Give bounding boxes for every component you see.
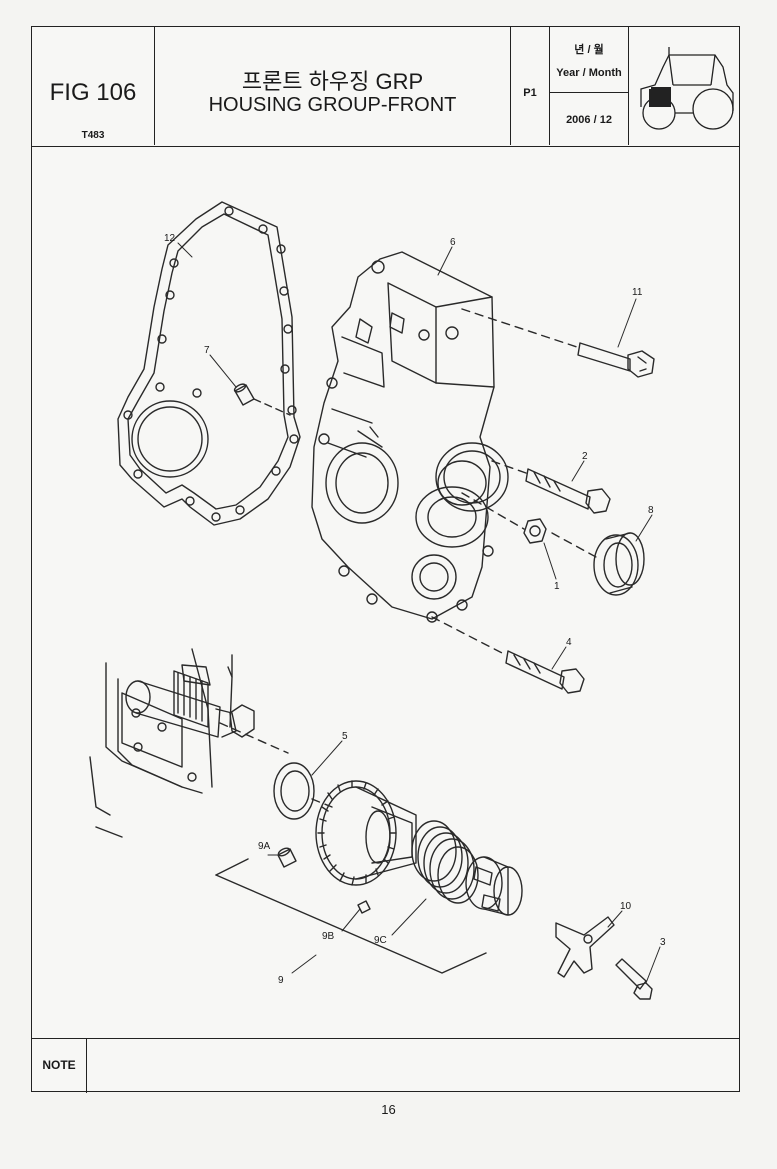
page-code-cell: P1 <box>511 27 550 145</box>
bolt-4 <box>431 616 585 694</box>
thumbnail-cell <box>629 27 739 145</box>
lock-plate-10 <box>555 916 615 978</box>
date-label-english: Year / Month <box>556 67 622 79</box>
idler-gear <box>315 780 417 886</box>
callout-4: 4 <box>566 637 572 648</box>
group-bracket-9 <box>215 858 487 974</box>
page-frame: FIG 106 T483 프론트 하우징 GRP HOUSING GROUP-F… <box>31 26 740 1093</box>
date-label-box: 년 / 월 Year / Month <box>550 27 628 93</box>
date-value: 2006 / 12 <box>566 114 612 126</box>
callout-7: 7 <box>204 345 210 356</box>
figure-number: FIG 106 <box>49 79 137 106</box>
pin-9a <box>277 847 297 868</box>
title-cell: 프론트 하우징 GRP HOUSING GROUP-FRONT <box>155 27 511 145</box>
callout-6: 6 <box>450 237 456 248</box>
title-english: HOUSING GROUP-FRONT <box>208 94 457 116</box>
header-table: FIG 106 T483 프론트 하우징 GRP HOUSING GROUP-F… <box>32 27 739 147</box>
callout-2: 2 <box>582 451 588 462</box>
tractor-icon <box>640 47 734 130</box>
callout-12: 12 <box>164 233 176 244</box>
callout-9c: 9C <box>374 935 387 946</box>
page-number: 16 <box>381 1102 396 1117</box>
oil-seal-8 <box>551 532 645 596</box>
bolt-2 <box>491 460 611 514</box>
engine-block <box>89 648 233 838</box>
idler-shaft <box>465 856 523 916</box>
thrust-washer-5 <box>273 762 333 820</box>
bolt-3 <box>615 958 653 1000</box>
crankshaft-gear <box>125 670 289 754</box>
callout-10: 10 <box>620 901 632 912</box>
note-label: NOTE <box>32 1039 87 1093</box>
callout-3: 3 <box>660 937 666 948</box>
callout-9: 9 <box>278 975 284 986</box>
date-cell: 년 / 월 Year / Month 2006 / 12 <box>550 27 629 145</box>
callout-11: 11 <box>632 287 643 298</box>
model-code: T483 <box>81 130 105 141</box>
dowel-pin-7 <box>233 383 291 416</box>
front-housing-6 <box>311 251 509 623</box>
gasket-12 <box>117 201 301 526</box>
callout-9b: 9B <box>322 931 335 942</box>
date-label-korean: 년 / 월 <box>574 44 604 56</box>
title-korean: 프론트 하우징 GRP <box>241 69 424 94</box>
note-row: NOTE <box>32 1038 739 1093</box>
engine-highlight <box>649 89 671 107</box>
nut-1 <box>461 492 547 544</box>
callout-5: 5 <box>342 731 348 742</box>
page-code: P1 <box>523 87 537 99</box>
figure-cell: FIG 106 T483 <box>32 27 155 145</box>
bolt-11 <box>461 308 655 378</box>
callout-8: 8 <box>648 505 654 516</box>
exploded-parts-drawing: 12 6 7 11 2 8 1 4 5 9A 9B 9C 9 10 3 <box>89 201 666 1000</box>
pin-9b <box>357 900 371 914</box>
spring-9c <box>411 820 479 904</box>
callout-1: 1 <box>554 581 560 592</box>
callout-9a: 9A <box>258 841 271 852</box>
